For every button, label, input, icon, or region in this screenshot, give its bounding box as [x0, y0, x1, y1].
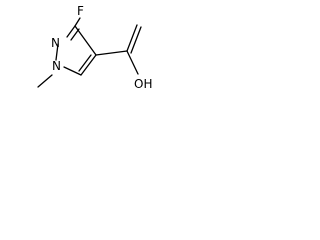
bond-c3-f	[74, 17, 81, 27]
bond-n2-c3	[66, 25, 76, 38]
structure-canvas: F N N OH	[0, 0, 174, 125]
bond-c3-c4	[74, 25, 97, 56]
bond-n1-n2	[55, 43, 59, 61]
bond-c4-carboxyl	[95, 50, 128, 56]
bond-c-oh	[126, 50, 139, 75]
fluorine-label: F	[77, 4, 84, 18]
bond-c5-n1	[63, 66, 82, 76]
bond-n2-c3-double	[70, 28, 80, 41]
hydroxyl-label: OH	[134, 77, 152, 91]
bond-carbonyl	[126, 24, 138, 52]
bond-c4-c5-double	[78, 54, 92, 72]
nitrogen-2-label: N	[51, 36, 60, 50]
molecule-diagram: F N N OH	[37, 4, 152, 91]
bond-carbonyl-double	[130, 26, 142, 54]
nitrogen-1-label: N	[52, 59, 61, 73]
bond-n1-methyl	[37, 74, 53, 88]
bond-c4-c5	[80, 54, 97, 76]
